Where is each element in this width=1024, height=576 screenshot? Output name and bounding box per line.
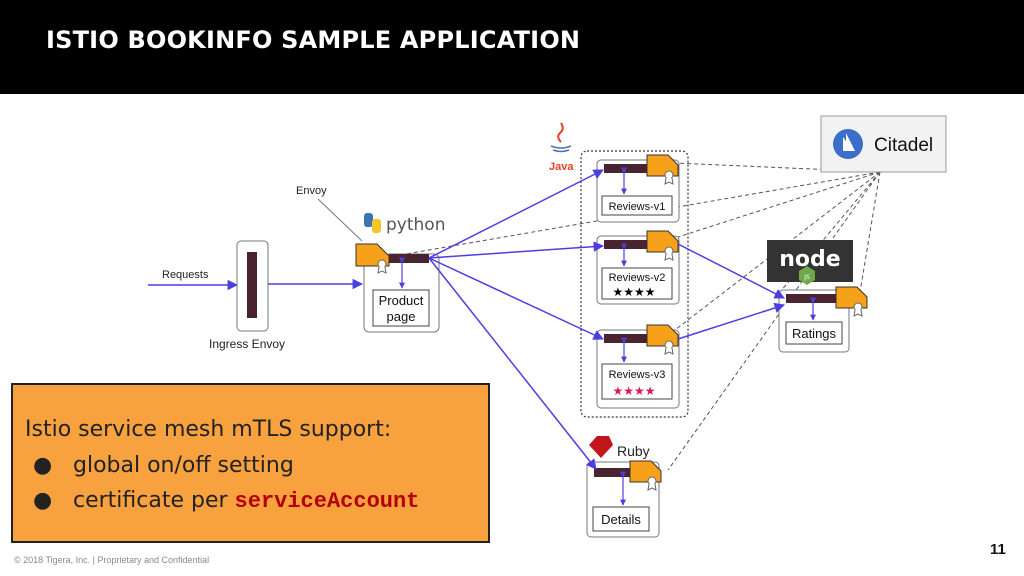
ingress-envoy: Ingress Envoy [209, 240, 285, 351]
reviews-v2-stars: ★★★★ [612, 285, 655, 299]
node-logo: node JS [767, 240, 853, 285]
productpage-service: Product page [355, 243, 440, 333]
ratings-service: Ratings [778, 286, 868, 353]
reviews-v3-stars: ★★★★ [612, 384, 655, 398]
citadel-box: Citadel [820, 115, 947, 173]
productpage-label-1: Product [379, 293, 424, 308]
ingress-envoy-label: Ingress Envoy [209, 337, 285, 351]
bullet-2-code: serviceAccount [234, 489, 420, 514]
ruby-logo: Ruby [589, 436, 650, 459]
bullet-1-text: global on/off setting [73, 453, 294, 478]
requests-label: Requests [162, 269, 209, 281]
reviews-v3-label: Reviews-v3 [609, 369, 666, 381]
request-flow-arrows [428, 169, 785, 470]
bullet-2-text: certificate per [73, 488, 235, 513]
details-label: Details [601, 512, 641, 527]
reviews-v1-label: Reviews-v1 [609, 201, 666, 213]
productpage-label-2: page [387, 309, 416, 324]
slide-footer: © 2018 Tigera, Inc. | Proprietary and Co… [14, 555, 210, 565]
page-number: 11 [990, 541, 1006, 558]
bullet-dot: ● [33, 453, 53, 478]
envoy-pointer [317, 198, 363, 242]
java-logo: Java [549, 122, 574, 173]
reviews-v2-service: Reviews-v2 ★★★★ [596, 230, 680, 305]
reviews-v2-label: Reviews-v2 [609, 272, 666, 284]
python-label: python [386, 215, 445, 235]
callout-title: Istio service mesh mTLS support: [25, 417, 392, 442]
callout-bullet-1: ● global on/off setting [33, 453, 294, 478]
envoy-label: Envoy [296, 185, 327, 197]
node-label: node [779, 247, 840, 272]
reviews-v1-service: Reviews-v1 [596, 154, 680, 223]
mtls-callout-box: Istio service mesh mTLS support: ● global… [11, 383, 490, 543]
python-logo: python [364, 213, 445, 235]
callout-bullet-2: ● certificate per serviceAccount [33, 488, 419, 514]
citadel-label: Citadel [874, 135, 933, 156]
ratings-label: Ratings [792, 326, 837, 341]
java-label: Java [549, 161, 574, 173]
details-service: Details [586, 460, 662, 538]
bullet-dot: ● [33, 488, 53, 513]
ruby-label: Ruby [617, 443, 650, 459]
node-badge: JS [803, 274, 810, 281]
reviews-v3-service: Reviews-v3 ★★★★ [596, 324, 680, 409]
slide-header: ISTIO BOOKINFO SAMPLE APPLICATION [0, 0, 1024, 94]
slide-title: ISTIO BOOKINFO SAMPLE APPLICATION [46, 26, 581, 54]
